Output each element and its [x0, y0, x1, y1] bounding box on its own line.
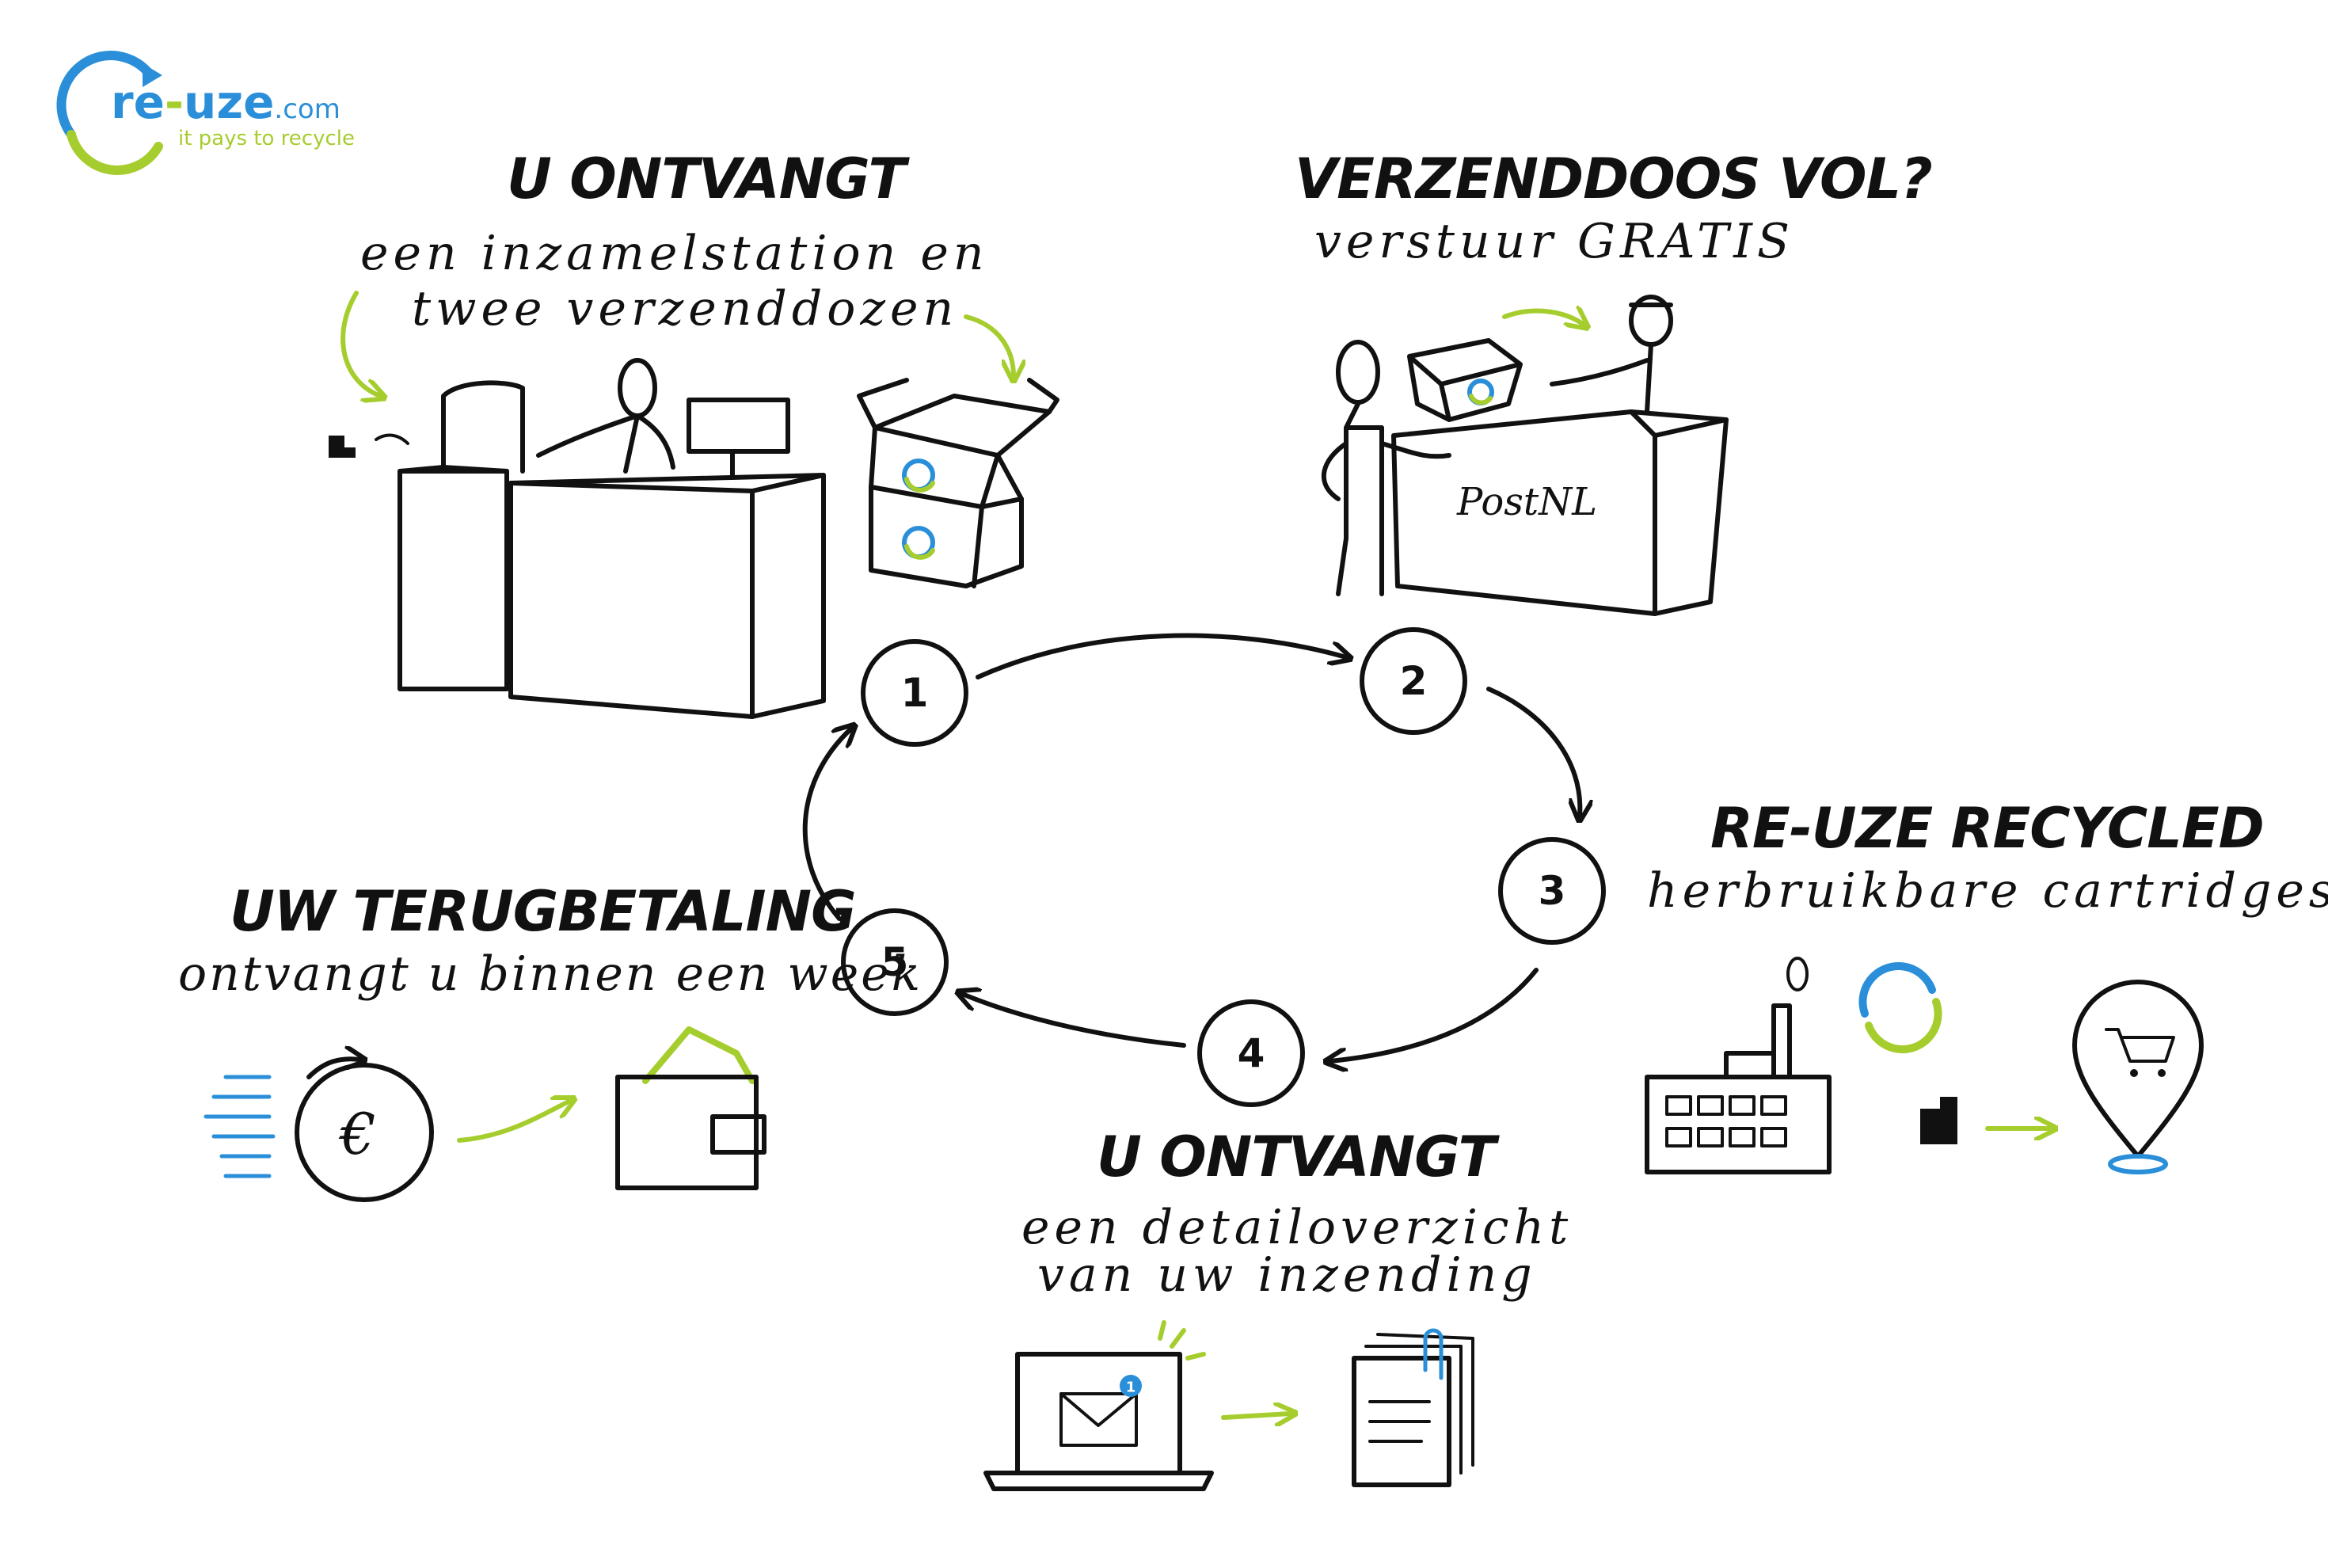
step-circle-1: 1 [861, 639, 968, 747]
step-number-5: 5 [881, 939, 909, 985]
step4-green-arrow [1221, 1414, 1291, 1418]
step-number-2: 2 [1400, 658, 1428, 704]
logo-wordmark: re-uze.com [111, 75, 340, 129]
arrow-1-to-2 [976, 633, 1346, 679]
euro-coin-icon: € [204, 1059, 434, 1202]
step5-green-arrow [457, 1101, 570, 1143]
factory-icon [1645, 957, 1832, 1174]
step4-title: U ONTVANGT [1097, 1125, 1496, 1189]
step-circle-5: 5 [841, 908, 949, 1016]
postnl-label: PostNL [1456, 480, 1597, 524]
step3-title: RE-UZE RECYCLED [1710, 796, 2265, 861]
logo-prefix: re [111, 75, 165, 129]
recycle-icon [1858, 961, 1942, 1054]
arrow-2-to-3 [1486, 687, 1580, 816]
step-circle-4: 4 [1197, 999, 1305, 1107]
step5-subtitle: ontvangt u binnen een week [178, 946, 923, 1002]
step-number-4: 4 [1238, 1030, 1265, 1076]
step2-title: VERZENDDOOS VOL? [1295, 147, 1933, 211]
document-stack-icon [1352, 1328, 1474, 1487]
location-pin-cart-icon [2072, 980, 2204, 1174]
shipping-box-icon [857, 314, 1059, 588]
step4-subtitle-line1: een detailoverzicht [1021, 1200, 1573, 1255]
cartridge-icon [1920, 1097, 2051, 1144]
logo-domain: .com [274, 93, 340, 125]
arrow-4-to-5 [962, 994, 1186, 1048]
logo-tagline: it pays to recycle [178, 127, 355, 150]
step-number-3: 3 [1539, 868, 1566, 914]
step-number-1: 1 [901, 670, 929, 716]
wallet-icon [615, 1026, 766, 1190]
laptop-mail-icon: 1 [983, 1320, 1214, 1491]
step2-subtitle: verstuur GRATIS [1314, 214, 1795, 269]
step-circle-3: 3 [1498, 837, 1606, 945]
euro-symbol: € [338, 1101, 376, 1167]
reuze-logo [56, 51, 163, 175]
step-circle-2: 2 [1360, 627, 1467, 735]
step1-subtitle-line1: een inzamelstation en [360, 226, 989, 281]
step1-subtitle-line2: twee verzenddozen [412, 281, 959, 337]
arrow-5-to-1 [802, 729, 851, 921]
logo-suffix: uze [184, 75, 275, 129]
notification-badge: 1 [1126, 1380, 1136, 1396]
collection-station-icon [329, 291, 826, 719]
step4-subtitle-line2: van uw inzending [1037, 1247, 1537, 1303]
logo-dash: - [164, 75, 184, 129]
step1-title: U ONTVANGT [507, 147, 906, 211]
postnl-counter-icon [1322, 295, 1729, 616]
step3-subtitle: herbruikbare cartridges [1647, 863, 2328, 919]
arrow-3-to-4 [1330, 968, 1539, 1061]
step5-title: UW TERUGBETALING [230, 879, 857, 944]
